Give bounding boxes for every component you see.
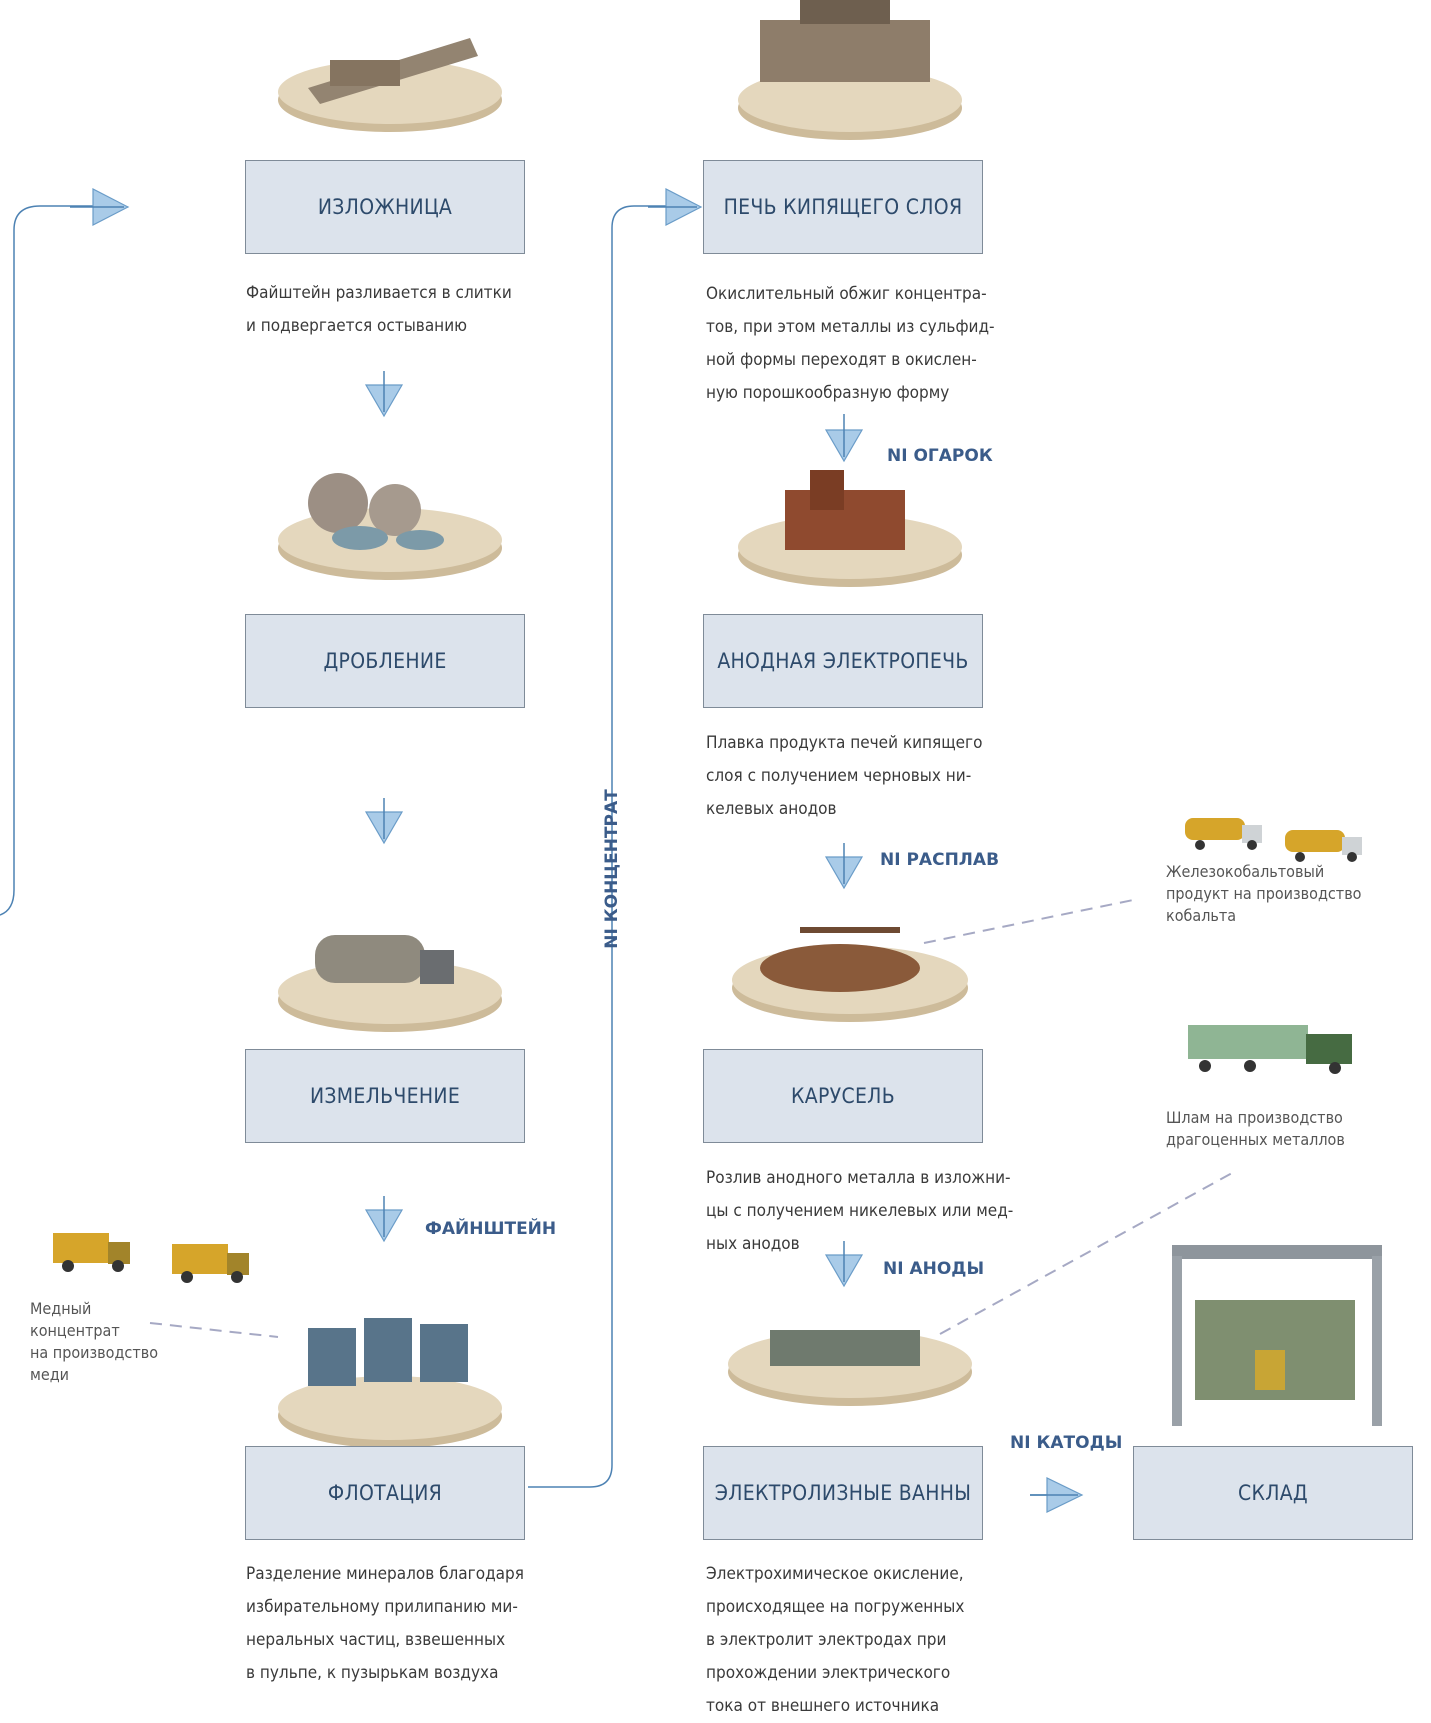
equipment-pic [732, 927, 968, 1022]
desc-izlozhnitsa: Файштейн разливается в слитки и подверга… [246, 283, 512, 336]
desc-pech: Окислительный обжиг концентра- тов, при … [706, 284, 995, 403]
truck-pic [1285, 830, 1362, 862]
equipment-pic [728, 1330, 972, 1406]
equipment-pic [738, 470, 962, 587]
arrow-right-icon [1030, 1477, 1084, 1513]
node-droblenie: ДРОБЛЕНИЕ [245, 614, 525, 708]
node-karusel: КАРУСЕЛЬ [703, 1049, 983, 1143]
arrow-right-icon [70, 188, 130, 226]
label-ni-anody: NI АНОДЫ [883, 1259, 985, 1279]
desc-karusel: Розлив анодного металла в изложни- цы с … [706, 1168, 1014, 1254]
desc-vanny: Электрохимическое окисление, происходяще… [706, 1564, 965, 1716]
truck-pic [1188, 1025, 1352, 1074]
note-sludge: Шлам на производство драгоценных металло… [1166, 1108, 1345, 1149]
dashed-connector [923, 898, 1139, 944]
label-ni-koncentrat: NI КОНЦЕНТРАТ [602, 789, 622, 949]
node-izmelchenie: ИЗМЕЛЬЧЕНИЕ [245, 1049, 525, 1143]
arrow-down-icon [364, 1196, 404, 1243]
note-copper: Медный концентрат на производство меди [30, 1299, 158, 1384]
arrow-down-icon [364, 798, 404, 845]
node-pech: ПЕЧЬ КИПЯЩЕГО СЛОЯ [703, 160, 983, 254]
equipment-pic [738, 0, 962, 140]
node-sklad: СКЛАД [1133, 1446, 1413, 1540]
arrow-down-icon [364, 371, 404, 418]
truck-pic [53, 1233, 130, 1272]
node-anodnaya: АНОДНАЯ ЭЛЕКТРОПЕЧЬ [703, 614, 983, 708]
node-izlozhnitsa: ИЗЛОЖНИЦА [245, 160, 525, 254]
node-vanny: ЭЛЕКТРОЛИЗНЫЕ ВАННЫ [703, 1446, 983, 1540]
equipment-pic [278, 38, 502, 132]
node-flotatsiya: ФЛОТАЦИЯ [245, 1446, 525, 1540]
label-ni-ogarok: NI ОГАРОК [887, 446, 993, 466]
truck-pic [1185, 818, 1262, 850]
equipment-pic [278, 1318, 502, 1448]
warehouse-pic [1172, 1245, 1382, 1426]
label-ni-rasplav: NI РАСПЛАВ [880, 850, 1000, 870]
concentrate-flow-line [528, 205, 666, 1488]
truck-pic [172, 1244, 249, 1283]
arrow-down-icon [824, 843, 864, 890]
dashed-connector [149, 1322, 279, 1338]
arrow-down-icon [824, 414, 864, 463]
label-fainshtein: ФАЙНШТЕЙН [425, 1219, 557, 1239]
arrow-right-icon [648, 188, 703, 226]
return-flow-line [0, 205, 96, 916]
desc-flotatsiya: Разделение минералов благодаря избирател… [246, 1564, 524, 1683]
equipment-pic [278, 473, 502, 580]
equipment-pic [278, 935, 502, 1032]
note-cobalt: Железокобальтовый продукт на производств… [1166, 862, 1362, 925]
desc-anodnaya: Плавка продукта печей кипящего слоя с по… [706, 733, 983, 819]
dashed-connector [939, 1172, 1233, 1335]
label-ni-katody: NI КАТОДЫ [1010, 1433, 1123, 1453]
arrow-down-icon [824, 1241, 864, 1288]
